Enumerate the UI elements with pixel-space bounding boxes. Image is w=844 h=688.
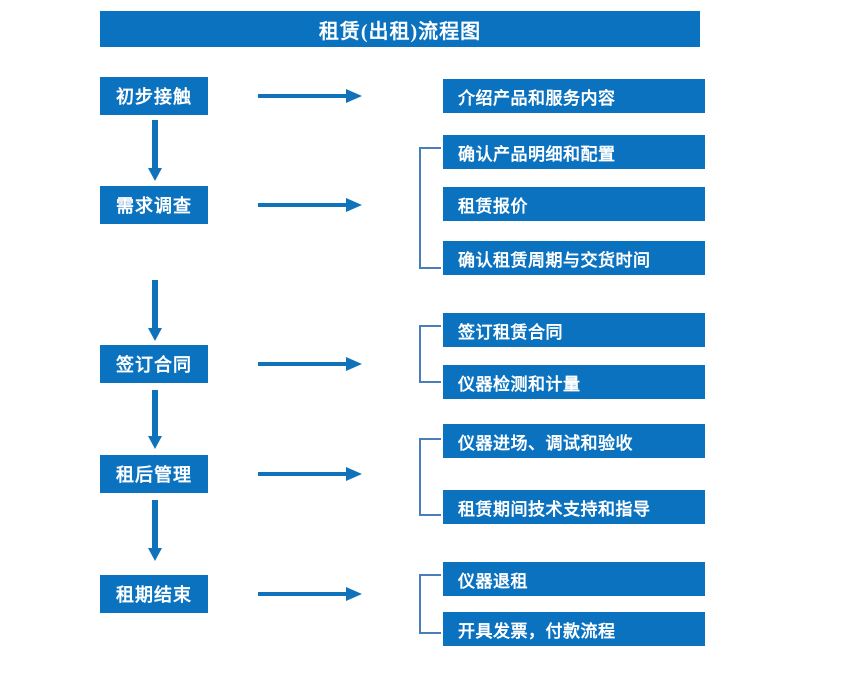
arrow-shaft [258, 362, 346, 366]
stage-box-5[interactable]: 租期结束 [100, 575, 208, 613]
arrow-shaft [258, 472, 346, 476]
detail-box-5-2[interactable]: 开具发票，付款流程 [443, 612, 705, 646]
detail-box-5-1[interactable]: 仪器退租 [443, 562, 705, 596]
arrow-head [346, 467, 362, 481]
detail-box-4-2[interactable]: 租赁期间技术支持和指导 [443, 490, 705, 524]
detail-box-2-2[interactable]: 租赁报价 [443, 187, 705, 221]
connector-stage-4-to-5 [148, 500, 162, 562]
arrow-head [148, 328, 162, 341]
bracket-group-5 [419, 574, 441, 634]
bracket-group-2 [419, 147, 441, 269]
connector-stage-3-to-4 [148, 390, 162, 450]
arrow-stage-4-to-details [258, 467, 364, 481]
connector-stage-2-to-3 [148, 280, 162, 342]
arrow-shaft [258, 94, 346, 98]
arrow-head [148, 436, 162, 449]
connector-stage-1-to-2 [148, 120, 162, 182]
detail-box-3-2[interactable]: 仪器检测和计量 [443, 365, 705, 399]
arrow-stage-2-to-details [258, 198, 364, 212]
arrow-head [346, 587, 362, 601]
detail-box-2-3[interactable]: 确认租赁周期与交货时间 [443, 241, 705, 275]
detail-box-1-1[interactable]: 介绍产品和服务内容 [443, 79, 705, 113]
arrow-shaft [258, 592, 346, 596]
stage-box-2[interactable]: 需求调查 [100, 186, 208, 224]
bracket-group-3 [419, 325, 441, 383]
detail-box-2-1[interactable]: 确认产品明细和配置 [443, 135, 705, 169]
arrow-head [148, 168, 162, 181]
arrow-shaft [152, 500, 158, 548]
arrow-shaft [152, 120, 158, 168]
arrow-shaft [258, 203, 346, 207]
arrow-stage-5-to-details [258, 587, 364, 601]
arrow-head [346, 198, 362, 212]
stage-box-1[interactable]: 初步接触 [100, 77, 208, 115]
arrow-head [346, 357, 362, 371]
arrow-shaft [152, 390, 158, 436]
arrow-stage-3-to-details [258, 357, 364, 371]
arrow-shaft [152, 280, 158, 328]
arrow-head [346, 89, 362, 103]
diagram-title: 租赁(出租)流程图 [100, 11, 700, 47]
stage-box-4[interactable]: 租后管理 [100, 455, 208, 493]
detail-box-4-1[interactable]: 仪器进场、调试和验收 [443, 424, 705, 458]
arrow-stage-1-to-details [258, 89, 364, 103]
detail-box-3-1[interactable]: 签订租赁合同 [443, 313, 705, 347]
arrow-head [148, 548, 162, 561]
stage-box-3[interactable]: 签订合同 [100, 345, 208, 383]
bracket-group-4 [419, 438, 441, 516]
